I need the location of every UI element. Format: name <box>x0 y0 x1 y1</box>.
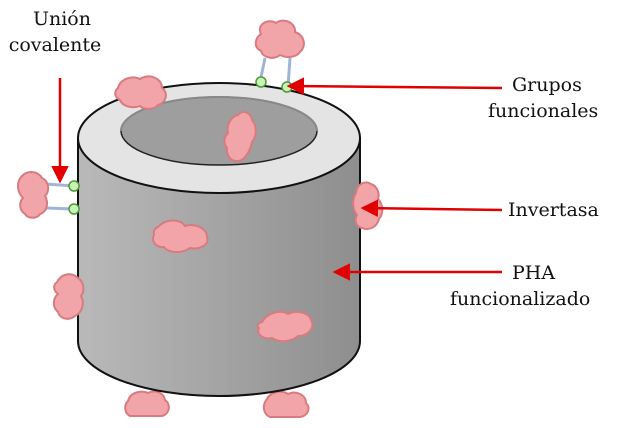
label-pha-line-1: PHA <box>508 260 590 286</box>
covalent-linker-icon <box>46 181 79 214</box>
enzyme-blob-icon <box>18 172 48 218</box>
label-invertase: Invertasa <box>508 197 599 223</box>
enzyme-blob-icon <box>54 274 84 319</box>
enzyme-blob-icon <box>353 182 382 229</box>
label-covalent-line-2: covalente <box>8 32 102 58</box>
pha-cylinder <box>78 83 360 396</box>
label-covalent-line-1: Unión <box>22 6 102 32</box>
label-pha-line-2: funcionalizado <box>450 286 590 312</box>
enzyme-blob-icon <box>256 21 304 58</box>
enzyme-blob-icon <box>264 392 309 417</box>
label-pha: PHA funcionalizado <box>508 260 590 312</box>
label-covalent-bond: Unión covalente <box>22 6 102 58</box>
arrow-functional-groups <box>290 86 502 88</box>
label-functional-line-1: Grupos <box>508 72 598 98</box>
label-functional-groups: Grupos funcionales <box>508 72 598 124</box>
arrow-invertase <box>364 208 502 210</box>
label-functional-line-2: funcionales <box>488 98 598 124</box>
enzyme-blob-icon <box>125 391 169 416</box>
enzyme-blob-icon <box>115 76 166 108</box>
